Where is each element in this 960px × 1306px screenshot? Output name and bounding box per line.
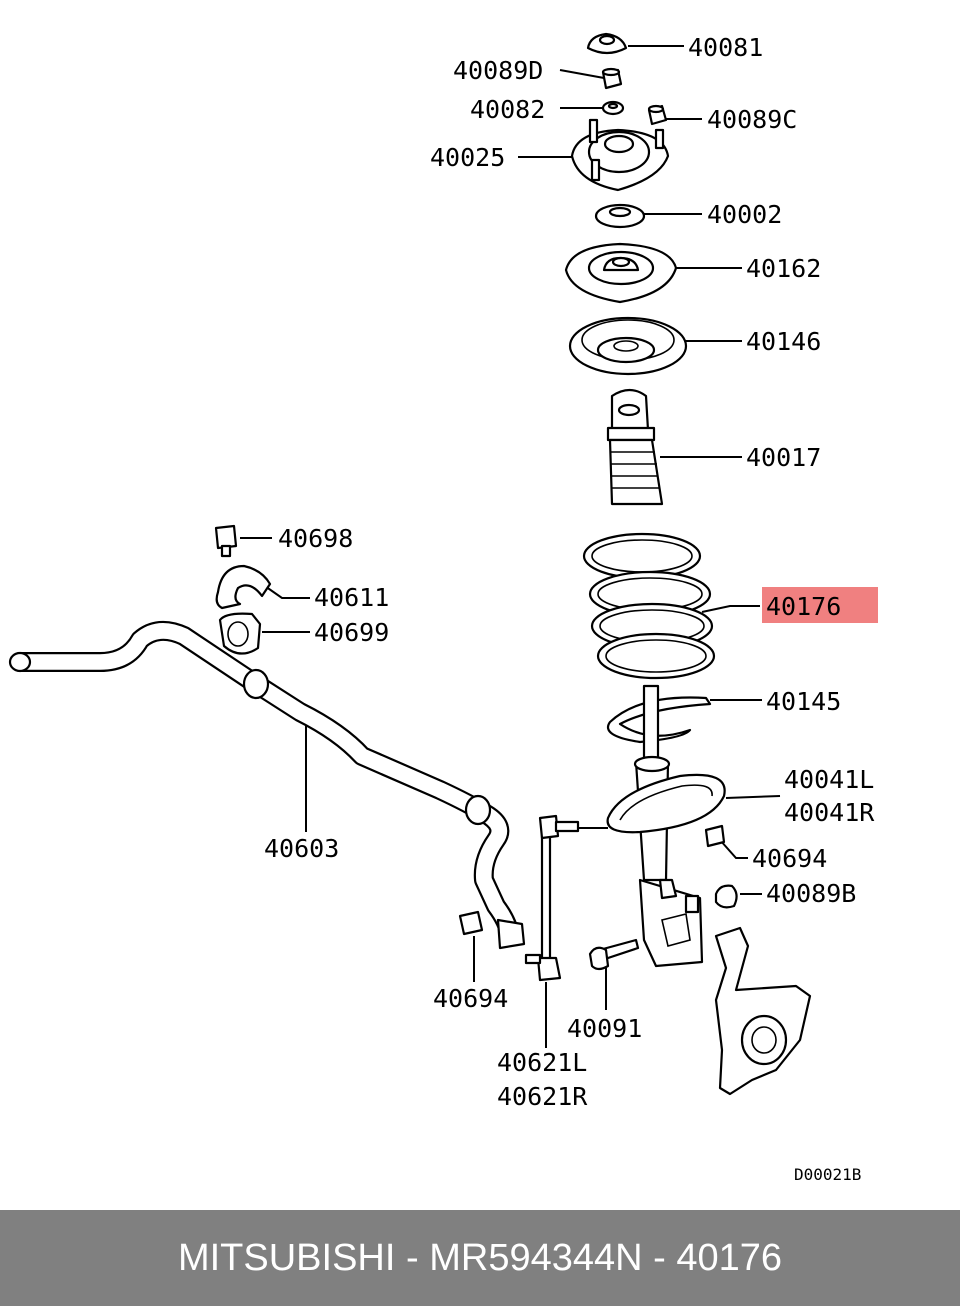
part-40025-strut-mount [570, 118, 670, 192]
callout-40041R: 40041R [784, 798, 875, 827]
leader-lines [240, 45, 781, 1048]
callout-40699: 40699 [314, 618, 389, 647]
part-number: MR594344 [429, 1236, 616, 1279]
part-40002-bearing [594, 203, 646, 229]
callout-40146: 40146 [746, 327, 821, 356]
callout-40081: 40081 [688, 33, 763, 62]
part-40694-nut-right [704, 824, 726, 848]
callout-40089B: 40089B [766, 879, 856, 908]
part-40089D-nut [601, 67, 623, 90]
callout-40162: 40162 [746, 254, 821, 283]
callout-40089D: 40089D [453, 56, 543, 85]
callout-40002: 40002 [707, 200, 782, 229]
callout-labels: 40081 40089D 40082 40089C 40025 40002 40… [264, 33, 875, 1184]
callout-40082: 40082 [470, 95, 545, 124]
part-40017-bump-stop-boot [606, 388, 664, 506]
drawing-code: D00021B [794, 1165, 861, 1184]
callout-40694-right: 40694 [752, 844, 827, 873]
exploded-parts-diagram: 40081 40089D 40082 40089C 40025 40002 40… [8, 32, 878, 1184]
callout-40145: 40145 [766, 687, 841, 716]
part-40698-bolt [214, 524, 238, 558]
reference-number: 40176 [676, 1236, 783, 1279]
brand-name: MITSUBISHI [177, 1236, 396, 1279]
part-40694-nut-left [458, 910, 484, 936]
callout-40611: 40611 [314, 583, 389, 612]
callout-40603: 40603 [264, 834, 339, 863]
part-40603-stabilizer-bar [8, 620, 526, 950]
callout-40621L: 40621L [497, 1048, 587, 1077]
callout-40025: 40025 [430, 143, 505, 172]
part-40611-bracket [215, 564, 272, 610]
part-40621-stabilizer-link [524, 814, 580, 982]
callout-40041L: 40041L [784, 765, 874, 794]
callout-40017: 40017 [746, 443, 821, 472]
part-40081-dust-cap [586, 32, 628, 55]
part-highlight [762, 587, 878, 623]
part-steering-knuckle [714, 926, 812, 1096]
callout-40621R: 40621R [497, 1082, 588, 1111]
part-40082-washer [601, 100, 625, 116]
part-40145-lower-spring-pad [607, 696, 712, 744]
callout-40091: 40091 [567, 1014, 642, 1043]
callout-40694-left: 40694 [433, 984, 508, 1013]
reference-prefix: N [615, 1236, 643, 1279]
callout-40698: 40698 [278, 524, 353, 553]
part-40089C-nut [647, 104, 668, 126]
part-40091-bolt [588, 938, 640, 971]
part-40041-strut-assembly [606, 684, 726, 968]
part-40699-bushing [218, 612, 262, 655]
part-40162-upper-spring-seat [564, 242, 678, 304]
part-40089B-nut [714, 884, 738, 909]
part-40176-coil-spring [582, 532, 716, 680]
part-40146-spring-pad [568, 316, 688, 376]
callout-40176: 40176 [766, 592, 841, 621]
callout-40089C: 40089C [707, 105, 797, 134]
part-info-footer: MITSUBISHI - MR594344 N - 40176 [0, 1210, 960, 1306]
